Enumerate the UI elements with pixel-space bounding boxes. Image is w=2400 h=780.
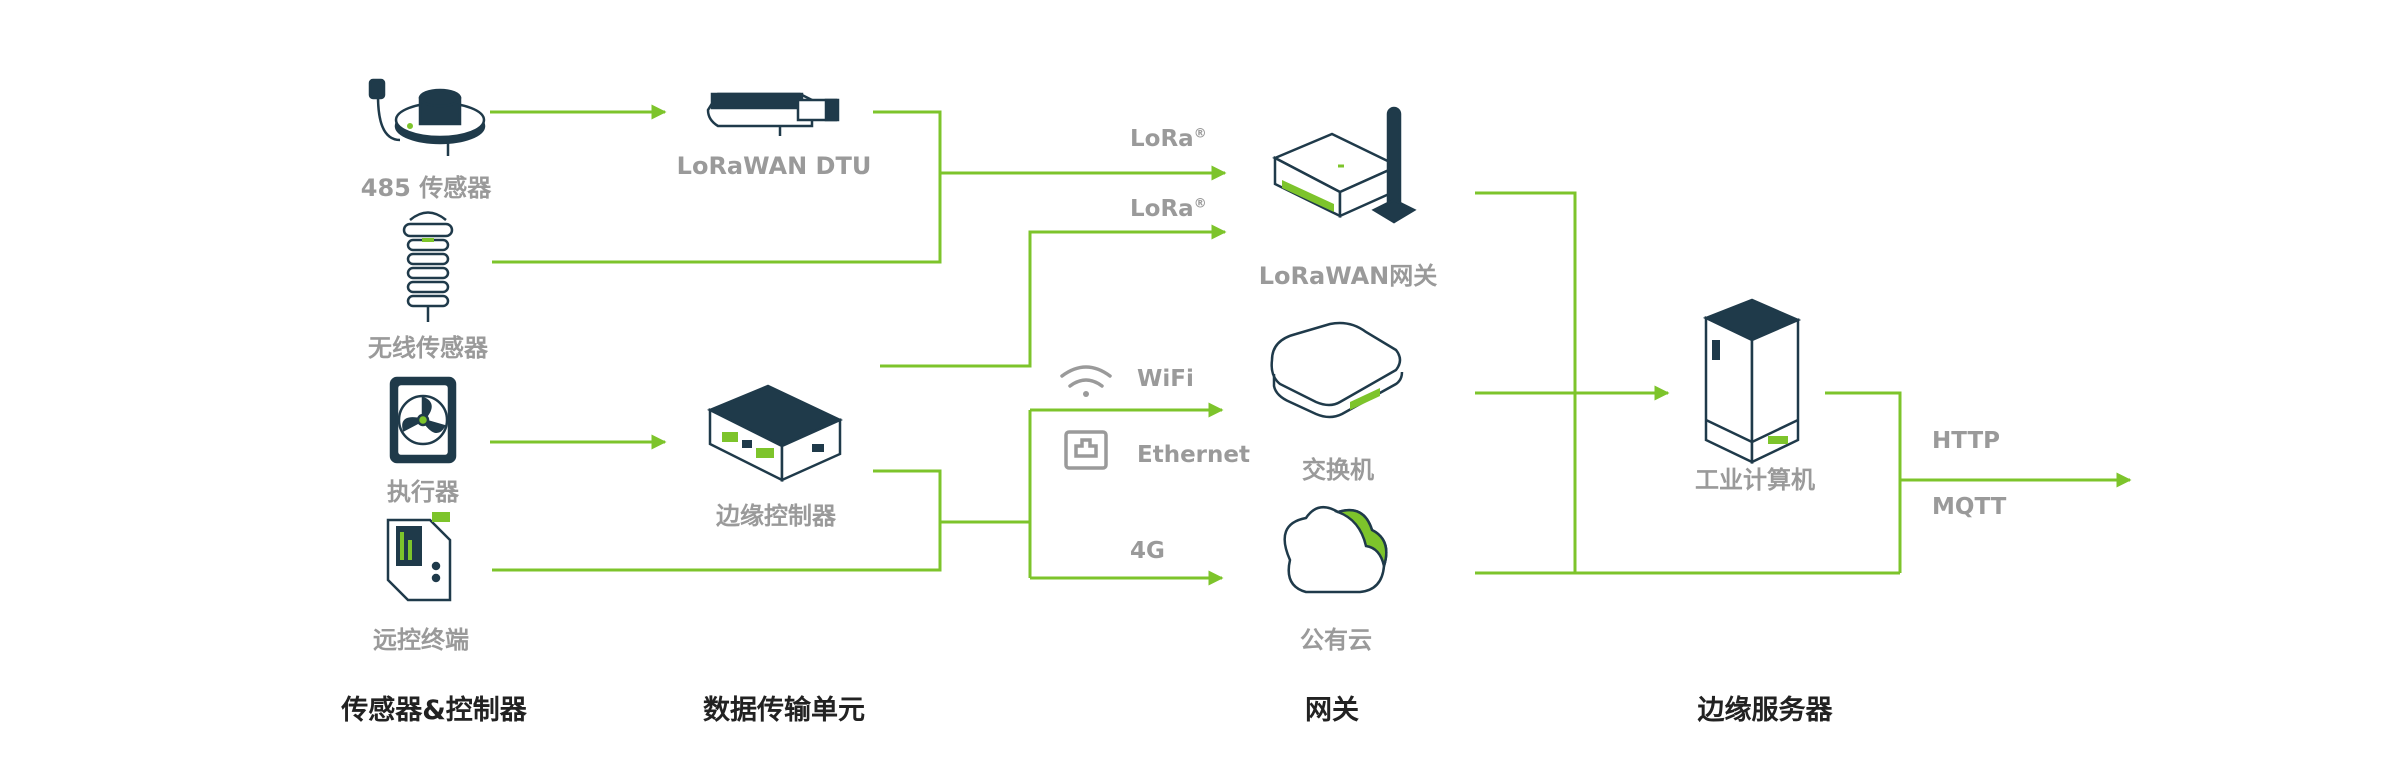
label-ethernet: Ethernet	[1137, 442, 1250, 468]
rtu-icon	[386, 512, 452, 602]
industrial-pc-icon	[1702, 298, 1802, 464]
label-485-sensor: 485 传感器	[360, 174, 492, 202]
line-edge-lora-to-gateway	[880, 224, 1227, 368]
line-wireless-to-merge	[492, 173, 942, 264]
lorawan-gateway-icon	[1272, 106, 1417, 224]
label-lora-2: LoRa®	[1130, 196, 1207, 222]
label-industrial-pc: 工业计算机	[1695, 466, 1815, 494]
line-dtu-to-merge	[873, 110, 942, 173]
label-switch: 交换机	[1302, 456, 1374, 484]
dtu-icon	[706, 92, 840, 136]
switch-icon	[1270, 321, 1404, 419]
label-wifi: WiFi	[1137, 366, 1194, 392]
edge-controller-icon	[706, 384, 843, 483]
line-gateway-to-server	[1475, 191, 1577, 573]
column-title-gateway: 网关	[1305, 695, 1359, 726]
label-lora-1: LoRa®	[1130, 126, 1207, 152]
label-actuator: 执行器	[387, 478, 459, 506]
label-rtu: 远控终端	[373, 626, 469, 654]
line-edge-to-split	[873, 469, 942, 522]
column-title-dtu: 数据传输单元	[703, 695, 865, 726]
column-title-server: 边缘服务器	[1697, 695, 1833, 726]
label-4g: 4G	[1130, 538, 1165, 564]
fan-actuator-icon	[389, 376, 457, 464]
label-lorawan-dtu: LoRaWAN DTU	[676, 152, 872, 180]
wifi-icon	[1060, 365, 1112, 397]
label-lorawan-gateway: LoRaWAN网关	[1258, 262, 1438, 290]
cloud-icon	[1283, 505, 1388, 594]
line-server-out	[1825, 391, 1902, 573]
sensor-485-icon	[368, 78, 486, 156]
wireless-sensor-icon	[402, 211, 454, 322]
label-mqtt: MQTT	[1932, 494, 2007, 520]
ethernet-icon	[1064, 430, 1108, 470]
label-edge-controller: 边缘控制器	[716, 502, 836, 530]
label-cloud: 公有云	[1300, 626, 1372, 654]
column-title-sensors: 传感器&控制器	[341, 695, 527, 726]
line-rtu-to-split	[492, 522, 942, 572]
label-wireless-sensor: 无线传感器	[368, 334, 488, 362]
label-http: HTTP	[1932, 428, 2001, 454]
